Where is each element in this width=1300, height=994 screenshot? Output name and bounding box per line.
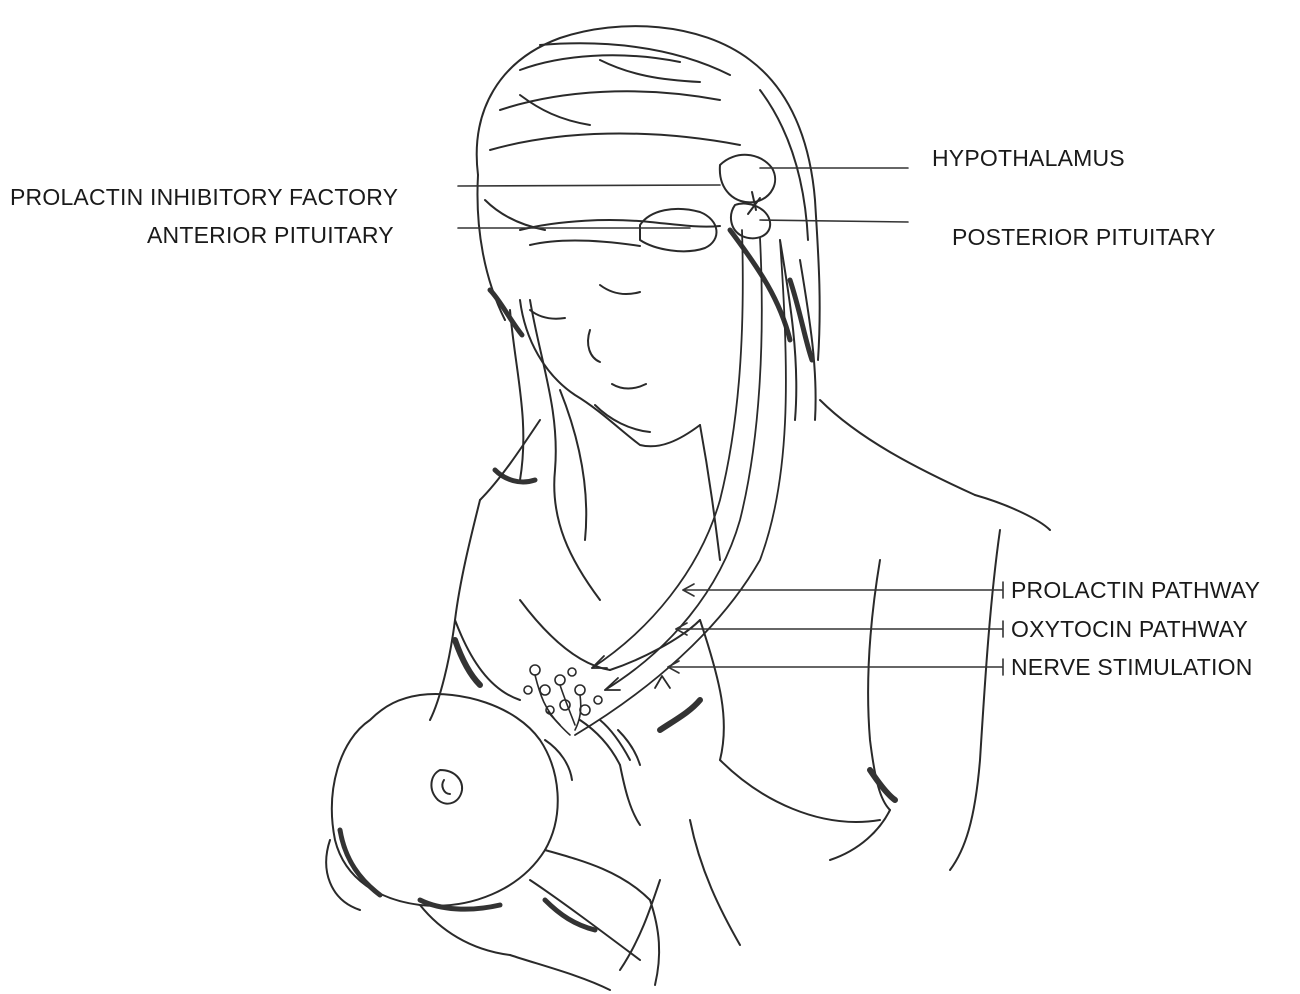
label-nerve-stimulation: NERVE STIMULATION	[1011, 656, 1253, 679]
mother-hair	[477, 26, 820, 600]
label-prolactin-inhibitory-factory: PROLACTIN INHIBITORY FACTORY	[10, 186, 398, 209]
label-hypothalamus: HYPOTHALAMUS	[932, 147, 1125, 170]
label-prolactin-pathway: PROLACTIN PATHWAY	[1011, 579, 1260, 602]
baby	[326, 694, 659, 990]
mother-body	[430, 400, 1050, 970]
milk-glands	[524, 665, 602, 735]
pathway-curves	[575, 230, 786, 735]
label-oxytocin-pathway: OXYTOCIN PATHWAY	[1011, 618, 1248, 641]
baby-shadow	[340, 830, 595, 930]
label-posterior-pituitary: POSTERIOR PITUITARY	[952, 226, 1216, 249]
label-anterior-pituitary: ANTERIOR PITUITARY	[147, 224, 394, 247]
mother-face	[520, 285, 700, 446]
